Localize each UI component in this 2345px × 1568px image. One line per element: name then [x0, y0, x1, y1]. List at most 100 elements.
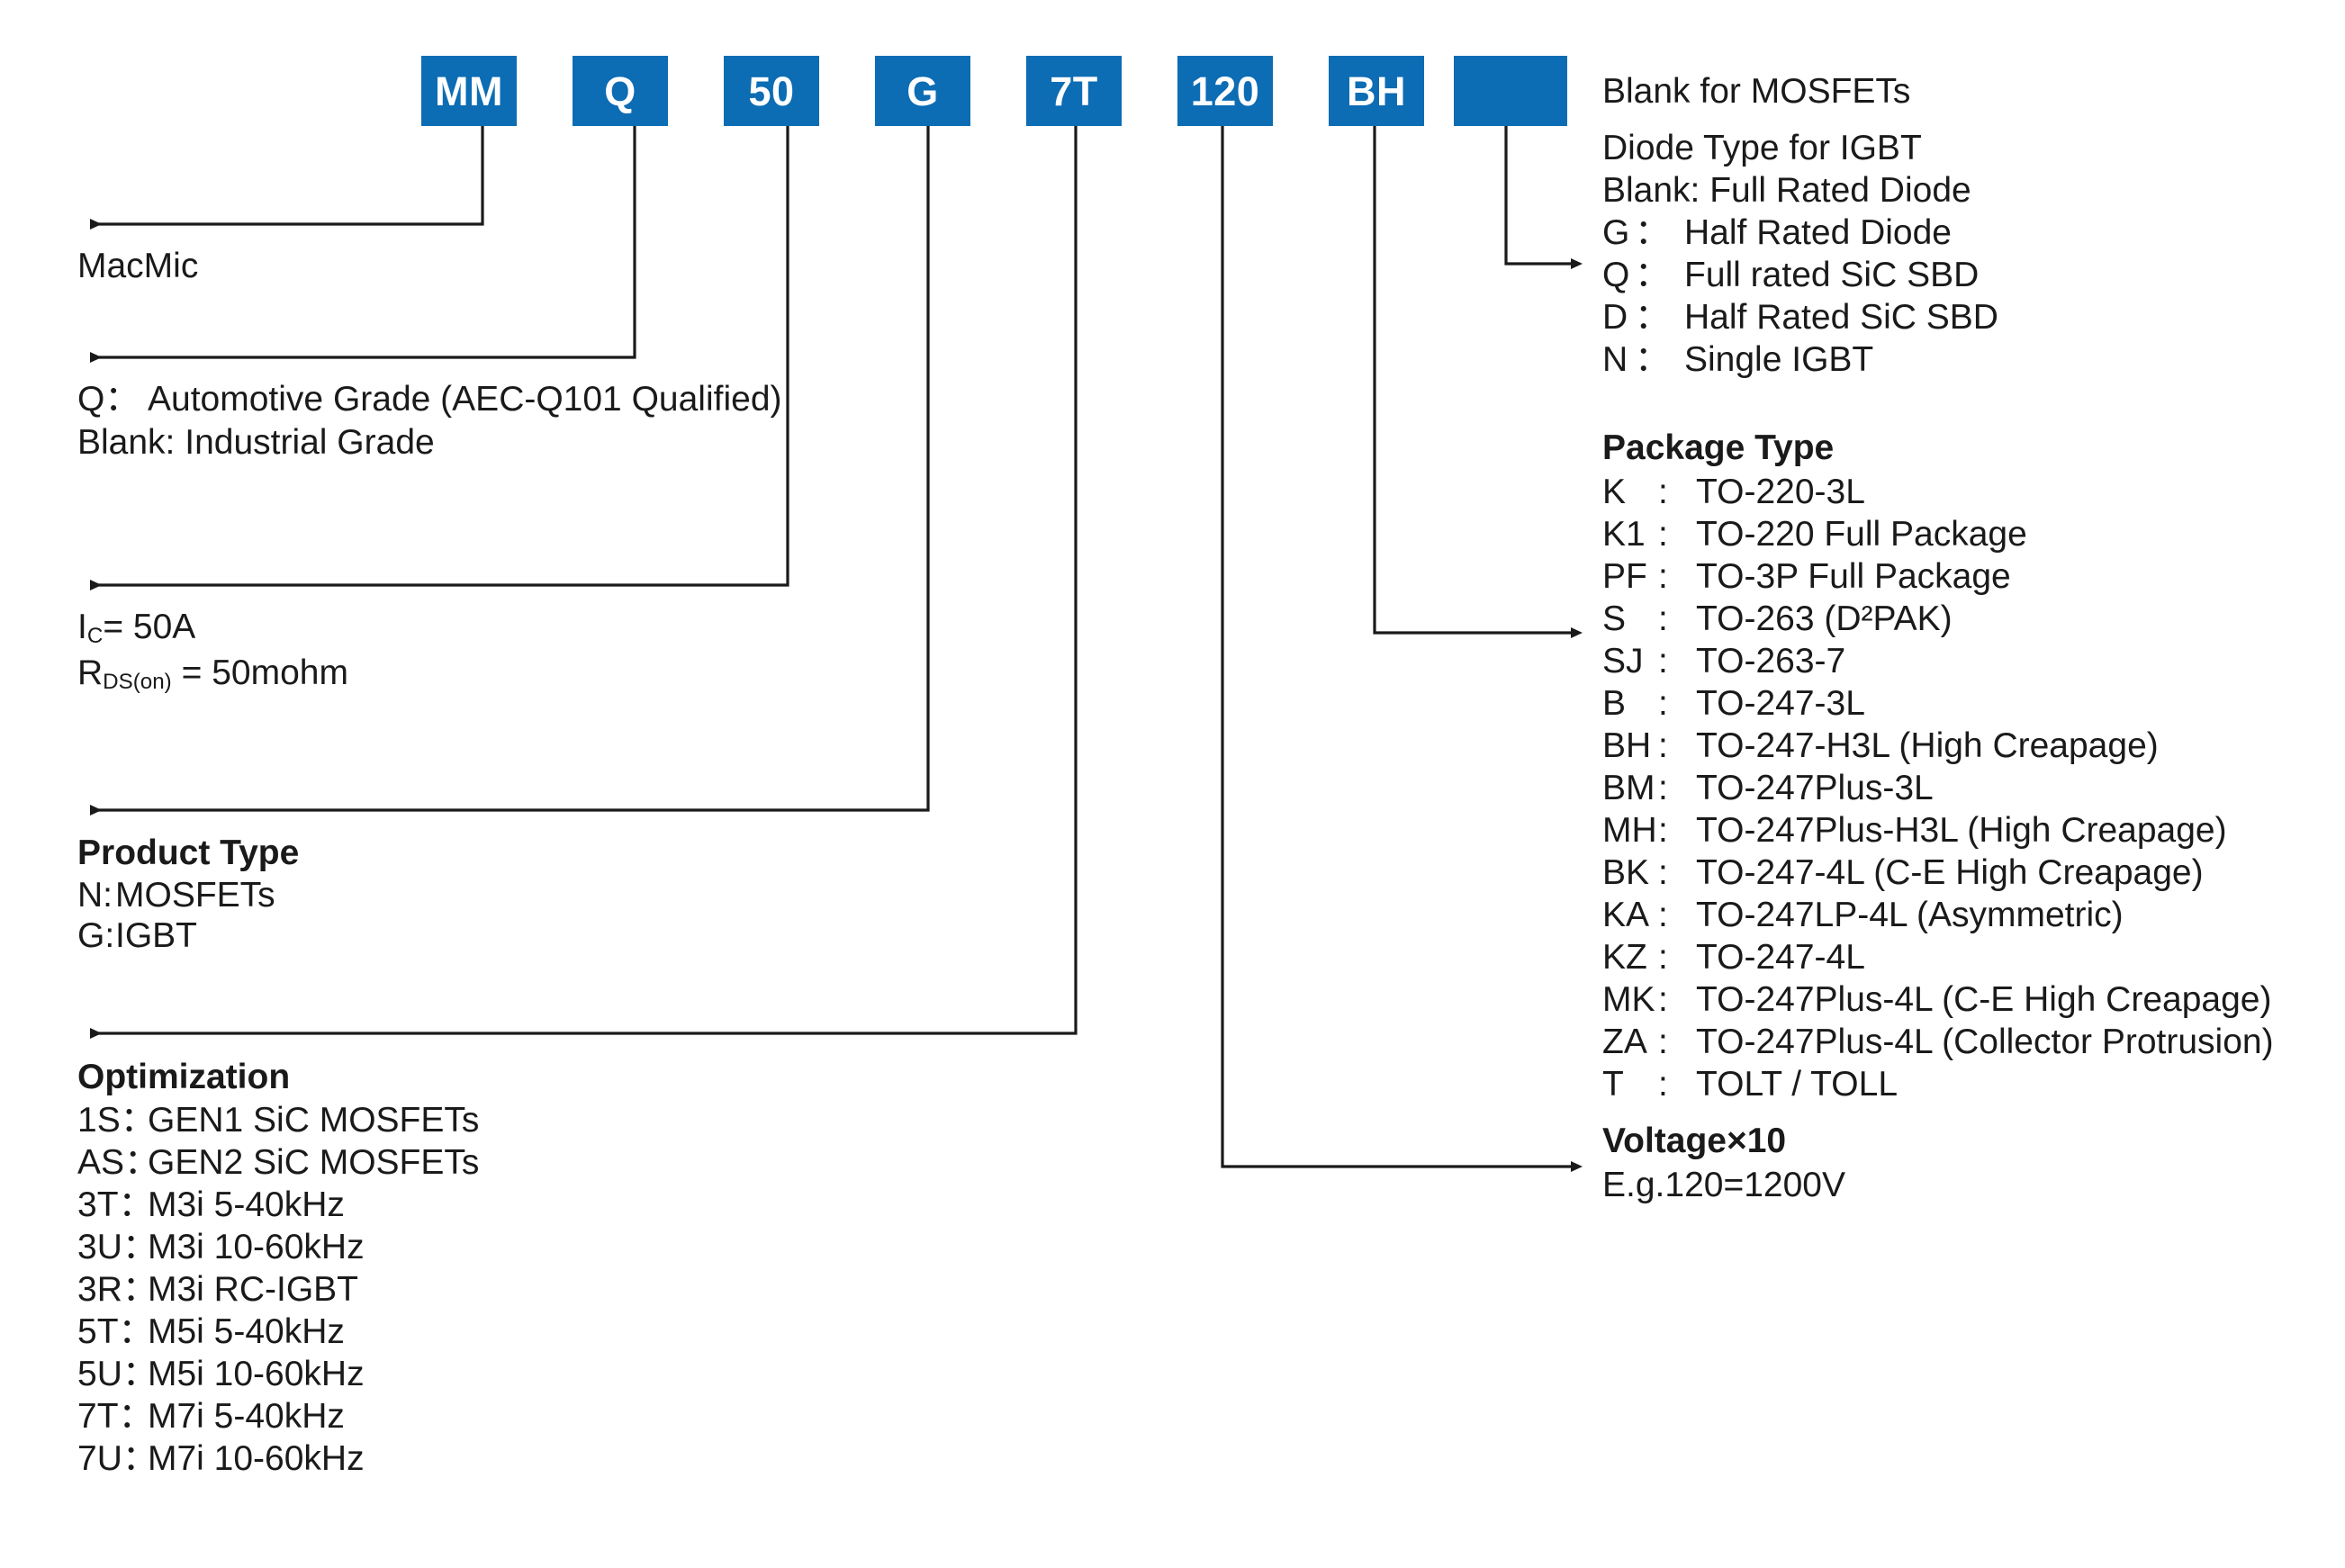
- package-type-value: TOLT / TOLL: [1696, 1065, 1899, 1104]
- package-type-key: MK: [1602, 980, 1655, 1019]
- part-segment-mm[interactable]: MM: [421, 56, 517, 126]
- optimization-item-5u: 5U： M5i 10-60kHz: [77, 1356, 365, 1392]
- part-segment-120[interactable]: 120: [1177, 56, 1273, 126]
- manufacturer-label: MacMic: [77, 247, 199, 285]
- package-type-key: PF: [1602, 557, 1647, 596]
- leader-line-bh: [1373, 126, 1583, 638]
- optimization-value: M3i 5-40kHz: [148, 1185, 345, 1224]
- package-type-item-pf: PF : TO-3P Full Package: [1602, 559, 2011, 594]
- leader-line-g: [90, 126, 930, 816]
- package-type-separator: :: [1658, 642, 1668, 680]
- optimization-key: 3R：: [77, 1270, 158, 1309]
- current-rating-label: IC= 50A: [77, 608, 196, 647]
- optimization-value: M5i 5-40kHz: [148, 1312, 345, 1351]
- package-type-separator: :: [1658, 515, 1668, 554]
- part-segment-q[interactable]: Q: [573, 56, 668, 126]
- diode-type-key: N: [1602, 340, 1628, 379]
- package-type-separator: :: [1658, 599, 1668, 638]
- package-type-key: B: [1602, 684, 1627, 723]
- optimization-title: Optimization: [77, 1058, 291, 1096]
- optimization-item-3t: 3T： M3i 5-40kHz: [77, 1187, 345, 1222]
- rdson-symbol: R: [77, 653, 104, 692]
- package-type-separator: :: [1658, 769, 1668, 807]
- package-type-separator: :: [1658, 473, 1668, 511]
- package-type-key: BK: [1602, 853, 1650, 892]
- package-type-item-t: T : TOLT / TOLL: [1602, 1067, 1898, 1102]
- optimization-item-3r: 3R： M3i RC-IGBT: [77, 1272, 358, 1307]
- rdson-subscript: DS(on): [103, 670, 172, 695]
- product-type-value-n: MOSFETs: [115, 876, 275, 915]
- optimization-item-7u: 7U： M7i 10-60kHz: [77, 1441, 365, 1476]
- part-segment-bh[interactable]: BH: [1329, 56, 1424, 126]
- package-type-item-kz: KZ : TO-247-4L: [1602, 940, 1865, 975]
- package-type-key: S: [1602, 599, 1627, 638]
- package-type-item-ka: KA : TO-247LP-4L (Asymmetric): [1602, 897, 2124, 933]
- package-type-value: TO-247Plus-4L (Collector Protrusion): [1696, 1023, 2274, 1061]
- current-value: = 50A: [103, 608, 196, 646]
- optimization-key: 7T：: [77, 1397, 154, 1436]
- package-type-item-mk: MK : TO-247Plus-4L (C-E High Creapage): [1602, 982, 2271, 1017]
- voltage-example: E.g.120=1200V: [1602, 1166, 1845, 1204]
- package-type-separator: :: [1658, 811, 1668, 850]
- package-type-separator: :: [1658, 853, 1668, 892]
- diode-type-separator: ：: [1635, 256, 1671, 294]
- optimization-key: 3T：: [77, 1185, 154, 1224]
- package-type-key: MH: [1602, 811, 1657, 850]
- package-type-value: TO-3P Full Package: [1696, 557, 2011, 596]
- part-segment-50[interactable]: 50: [724, 56, 819, 126]
- package-type-key: K: [1602, 473, 1627, 511]
- package-type-value: TO-247LP-4L (Asymmetric): [1696, 896, 2124, 934]
- product-type-value-g: IGBT: [115, 916, 198, 955]
- grade-automotive-label: Q： Automotive Grade (AEC-Q101 Qualified): [77, 380, 782, 419]
- optimization-value: M7i 5-40kHz: [148, 1397, 345, 1436]
- package-type-item-za: ZA : TO-247Plus-4L (Collector Protrusion…: [1602, 1024, 2274, 1059]
- package-type-value: TO-220-3L: [1696, 473, 1865, 511]
- package-type-value: TO-247Plus-3L: [1696, 769, 1934, 807]
- optimization-value: M3i RC-IGBT: [148, 1270, 358, 1309]
- package-type-item-sj: SJ : TO-263-7: [1602, 644, 1845, 679]
- optimization-item-5t: 5T： M5i 5-40kHz: [77, 1314, 345, 1349]
- optimization-item-as: AS： GEN2 SiC MOSFETs: [77, 1145, 479, 1180]
- diode-type-key: Q: [1602, 256, 1630, 294]
- package-type-value: TO-247-H3L (High Creapage): [1696, 726, 2159, 765]
- optimization-key: 5U：: [77, 1355, 158, 1393]
- optimization-value: M5i 10-60kHz: [148, 1355, 365, 1393]
- package-type-value: TO-247Plus-4L (C-E High Creapage): [1696, 980, 2272, 1019]
- package-type-separator: :: [1658, 938, 1668, 977]
- diode-type-title: Diode Type for IGBT: [1602, 129, 1922, 167]
- diode-type-separator: ：: [1635, 213, 1671, 252]
- package-type-item-s: S : TO-263 (D²PAK): [1602, 601, 1953, 636]
- leader-line-50: [90, 126, 789, 590]
- optimization-item-3u: 3U： M3i 10-60kHz: [77, 1230, 365, 1265]
- leader-line-blank: [1504, 126, 1583, 269]
- diode-type-key: G: [1602, 213, 1630, 252]
- package-type-value: TO-247Plus-H3L (High Creapage): [1696, 811, 2227, 850]
- diode-type-value: Half Rated Diode: [1684, 213, 1952, 252]
- voltage-title: Voltage×10: [1602, 1122, 1787, 1160]
- diode-type-value: Single IGBT: [1684, 340, 1874, 379]
- optimization-value: GEN1 SiC MOSFETs: [148, 1101, 480, 1140]
- package-type-item-b: B : TO-247-3L: [1602, 686, 1865, 721]
- product-type-key-n: N:: [77, 876, 113, 915]
- package-type-key: BM: [1602, 769, 1655, 807]
- package-type-value: TO-247-4L: [1696, 938, 1865, 977]
- package-type-value: TO-247-3L: [1696, 684, 1865, 723]
- part-segment-g[interactable]: G: [875, 56, 970, 126]
- package-type-item-bh: BH : TO-247-H3L (High Creapage): [1602, 728, 2159, 763]
- leader-line-q: [90, 126, 636, 363]
- diode-type-item-q: Q ： Full rated SiC SBD: [1602, 257, 1979, 293]
- optimization-item-1s: 1S： GEN1 SiC MOSFETs: [77, 1103, 479, 1138]
- diode-type-key: D: [1602, 298, 1628, 337]
- package-type-title: Package Type: [1602, 428, 1835, 467]
- diode-type-value: Half Rated SiC SBD: [1684, 298, 1998, 337]
- diode-type-value: Full rated SiC SBD: [1684, 256, 1980, 294]
- part-segment-7t[interactable]: 7T: [1026, 56, 1122, 126]
- optimization-value: M3i 10-60kHz: [148, 1228, 365, 1266]
- part-segment-blank[interactable]: [1454, 56, 1567, 126]
- optimization-key: 7U：: [77, 1439, 158, 1478]
- optimization-key: 5T：: [77, 1312, 154, 1351]
- leader-line-120: [1221, 126, 1583, 1172]
- product-type-title: Product Type: [77, 834, 300, 872]
- product-type-item-n: N: MOSFETs: [77, 878, 275, 913]
